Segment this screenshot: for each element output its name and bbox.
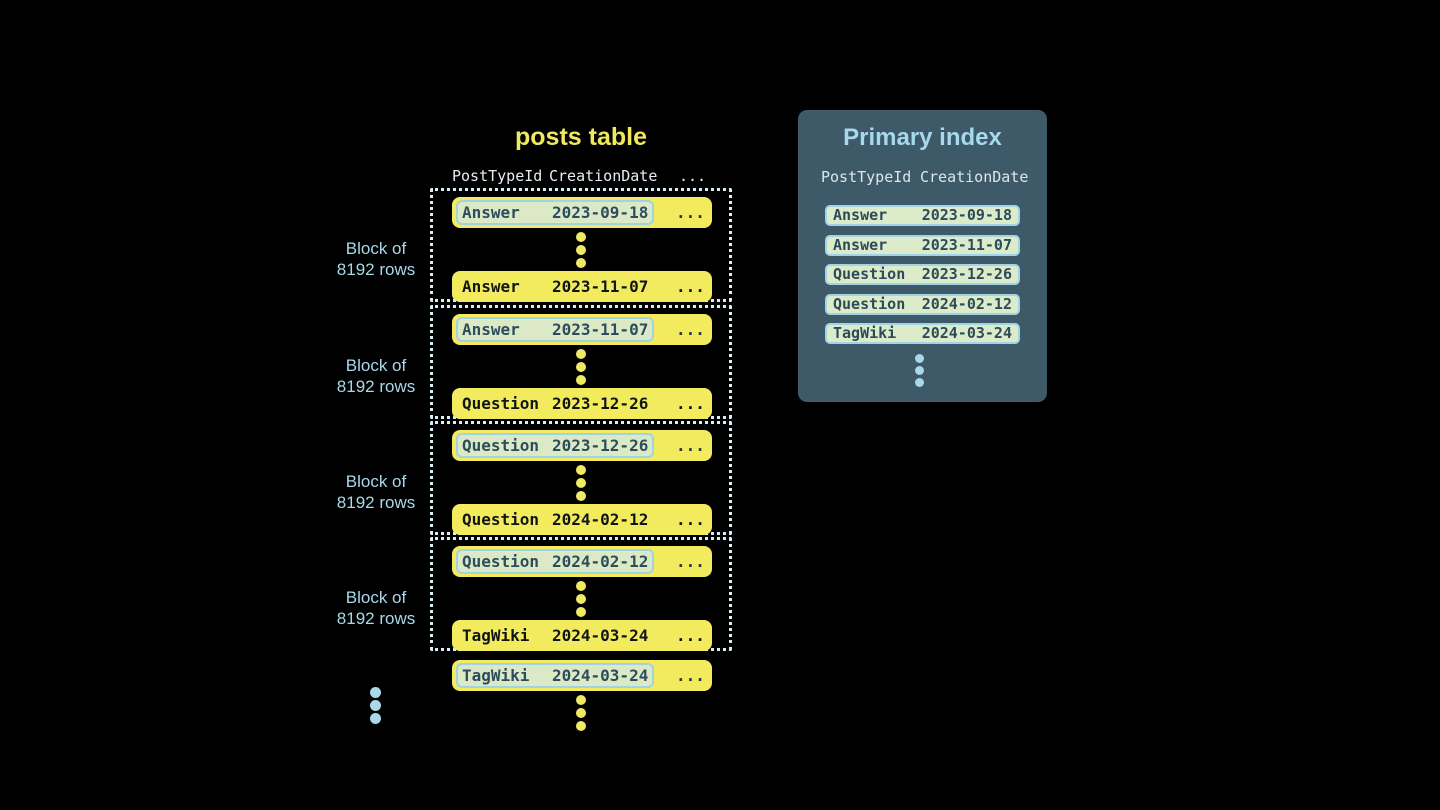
cell-creationdate: 2023-12-26 (921, 265, 1012, 283)
table-row-block2-last: Question 2023-12-26 ... (452, 388, 712, 419)
cell-creationdate: 2024-03-24 (921, 324, 1012, 342)
cell-more-columns: ... (676, 666, 705, 685)
table-row-block3-first: Question 2023-12-26 ... (452, 430, 712, 461)
primary-index-title: Primary index (843, 124, 1002, 151)
cell-posttypeid: Question (833, 265, 906, 283)
block-label-line2: 8192 rows (336, 377, 416, 396)
cell-posttypeid: TagWiki (462, 626, 530, 645)
table-row-block2-first: Answer 2023-11-07 ... (452, 314, 712, 345)
block-label-line2: 8192 rows (336, 609, 416, 628)
more-blocks-ellipsis-dots-icon (370, 687, 381, 726)
cell-creationdate: 2023-09-18 (921, 206, 1012, 224)
cell-more-columns: ... (676, 203, 705, 222)
cell-more-columns: ... (676, 277, 705, 296)
cell-creationdate: 2024-02-12 (552, 552, 649, 571)
posts-table-title: posts table (515, 123, 647, 151)
more-entries-ellipsis-dots-icon (915, 354, 924, 390)
block-label-1: Block of 8192 rows (298, 238, 454, 280)
posts-column-header-posttypeid: PostTypeId (452, 167, 543, 185)
cell-posttypeid: Question (462, 394, 540, 413)
cell-posttypeid: Question (462, 552, 540, 571)
cell-more-columns: ... (676, 394, 705, 413)
index-entry-2: Answer 2023-11-07 (825, 235, 1020, 256)
block-label-line1: Block of (345, 356, 407, 375)
cell-posttypeid: TagWiki (833, 324, 897, 342)
indexed-row-highlight-box (456, 200, 654, 225)
block-label-line1: Block of (345, 588, 407, 607)
table-row-block3-last: Question 2024-02-12 ... (452, 504, 712, 535)
cell-creationdate: 2024-02-12 (552, 510, 649, 529)
table-row-block1-first: Answer 2023-09-18 ... (452, 197, 712, 228)
cell-more-columns: ... (676, 552, 705, 571)
cell-posttypeid: Question (462, 510, 540, 529)
block-label-line1: Block of (345, 239, 407, 258)
primary-index-panel: Primary index PostTypeId CreationDate An… (798, 110, 1047, 402)
cell-creationdate: 2023-11-07 (921, 236, 1012, 254)
cell-more-columns: ... (676, 626, 705, 645)
table-row-block4-first: Question 2024-02-12 ... (452, 546, 712, 577)
posts-column-header-more: ... (679, 167, 707, 185)
cell-creationdate: 2024-03-24 (552, 626, 649, 645)
vertical-ellipsis-dots-icon (576, 581, 586, 620)
index-entry-1: Answer 2023-09-18 (825, 205, 1020, 226)
cell-posttypeid: Question (462, 436, 540, 455)
cell-creationdate: 2024-02-12 (921, 295, 1012, 313)
block-label-4: Block of 8192 rows (298, 587, 454, 629)
vertical-ellipsis-dots-icon (576, 349, 586, 388)
cell-posttypeid: Answer (833, 236, 888, 254)
posts-block-1: Answer 2023-09-18 ... Answer 2023-11-07 … (430, 188, 732, 302)
cell-posttypeid: Question (833, 295, 906, 313)
posts-column-header-creationdate: CreationDate (549, 167, 658, 185)
table-row-block1-last: Answer 2023-11-07 ... (452, 271, 712, 302)
indexed-row-highlight-box (456, 317, 654, 342)
index-column-header-posttypeid: PostTypeId (821, 168, 912, 186)
cell-more-columns: ... (676, 436, 705, 455)
table-row-block4-last: TagWiki 2024-03-24 ... (452, 620, 712, 651)
block-label-line2: 8192 rows (336, 493, 416, 512)
index-entry-4: Question 2024-02-12 (825, 294, 1020, 315)
block-label-line2: 8192 rows (336, 260, 416, 279)
cell-creationdate: 2024-03-24 (552, 666, 649, 685)
indexed-row-highlight-box (456, 663, 654, 688)
index-column-header-creationdate: CreationDate (920, 168, 1029, 186)
cell-posttypeid: Answer (462, 320, 520, 339)
indexed-row-highlight-box (456, 433, 654, 458)
block-label-line1: Block of (345, 472, 407, 491)
cell-creationdate: 2023-12-26 (552, 394, 649, 413)
vertical-ellipsis-dots-icon (576, 232, 586, 271)
cell-creationdate: 2023-11-07 (552, 320, 649, 339)
block-label-2: Block of 8192 rows (298, 355, 454, 397)
vertical-ellipsis-dots-icon (576, 695, 586, 734)
cell-creationdate: 2023-09-18 (552, 203, 649, 222)
indexed-row-highlight-box (456, 549, 654, 574)
cell-posttypeid: Answer (462, 277, 520, 296)
posts-block-4: Question 2024-02-12 ... TagWiki 2024-03-… (430, 537, 732, 651)
cell-creationdate: 2023-11-07 (552, 277, 649, 296)
cell-posttypeid: Answer (833, 206, 888, 224)
index-entry-3: Question 2023-12-26 (825, 264, 1020, 285)
cell-creationdate: 2023-12-26 (552, 436, 649, 455)
cell-posttypeid: TagWiki (462, 666, 530, 685)
table-row-next-block-first: TagWiki 2024-03-24 ... (452, 660, 712, 691)
vertical-ellipsis-dots-icon (576, 465, 586, 504)
cell-more-columns: ... (676, 320, 705, 339)
index-entry-5: TagWiki 2024-03-24 (825, 323, 1020, 344)
cell-posttypeid: Answer (462, 203, 520, 222)
block-label-3: Block of 8192 rows (298, 471, 454, 513)
cell-more-columns: ... (676, 510, 705, 529)
posts-block-2: Answer 2023-11-07 ... Question 2023-12-2… (430, 305, 732, 419)
posts-block-3: Question 2023-12-26 ... Question 2024-02… (430, 421, 732, 535)
